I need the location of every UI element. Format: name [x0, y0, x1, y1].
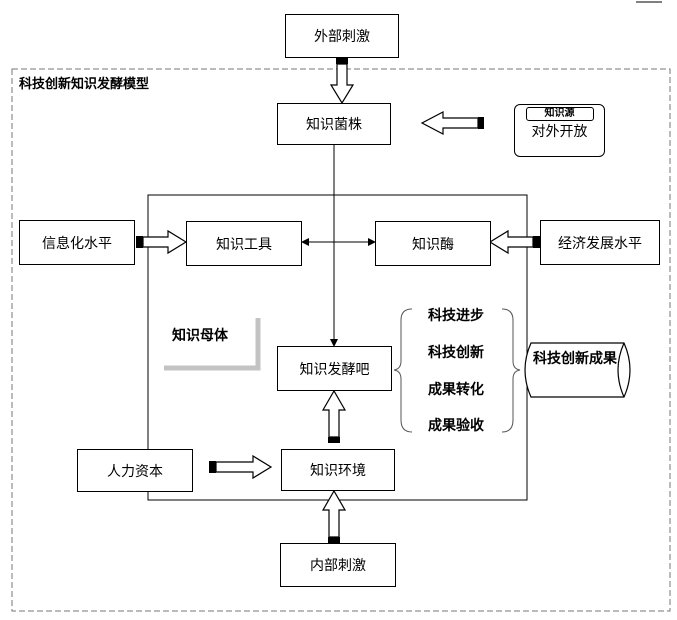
right-brace — [501, 308, 521, 433]
knowledge-source-text: 对外开放 — [531, 124, 588, 140]
brace-item: 科技进步 — [428, 308, 484, 324]
human-capital-box: 人力资本 — [77, 449, 193, 492]
matrix-l-shape — [164, 318, 261, 371]
arrow-open-left — [420, 111, 484, 135]
knowledge-strain-box: 知识菌株 — [277, 103, 391, 145]
brace-item: 成果验收 — [428, 418, 484, 434]
knowledge-source-title: 知识源 — [525, 107, 594, 121]
fermentation-bar-box: 知识发酵吧 — [277, 346, 392, 391]
outer-frame-label: 科技创新知识发酵模型 — [19, 77, 150, 92]
brace-item: 成果转化 — [428, 382, 484, 398]
arrow-info-right — [136, 229, 188, 255]
arrow-economy-left — [488, 229, 540, 255]
external-stimulus-box: 外部刺激 — [285, 14, 399, 58]
knowledge-source-box: 知识源 对外开放 — [514, 104, 605, 157]
knowledge-environment-box: 知识环境 — [281, 449, 395, 491]
knowledge-enzyme-box: 知识酶 — [375, 221, 491, 266]
arrow-environment-up — [321, 389, 347, 443]
innovation-results-label: 科技创新成果 — [533, 351, 617, 367]
informatization-box: 信息化水平 — [19, 220, 135, 265]
arrow-external-down — [329, 58, 355, 105]
economic-level-box: 经济发展水平 — [540, 220, 660, 265]
left-brace — [393, 308, 413, 433]
knowledge-matrix-label: 知识母体 — [172, 328, 228, 344]
internal-stimulus-box: 内部刺激 — [280, 543, 396, 587]
brace-item: 科技创新 — [428, 345, 484, 361]
arrow-internal-up — [321, 489, 347, 543]
arrow-human-right — [209, 454, 273, 480]
results-cylinder — [524, 342, 631, 398]
knowledge-tools-box: 知识工具 — [186, 221, 302, 266]
